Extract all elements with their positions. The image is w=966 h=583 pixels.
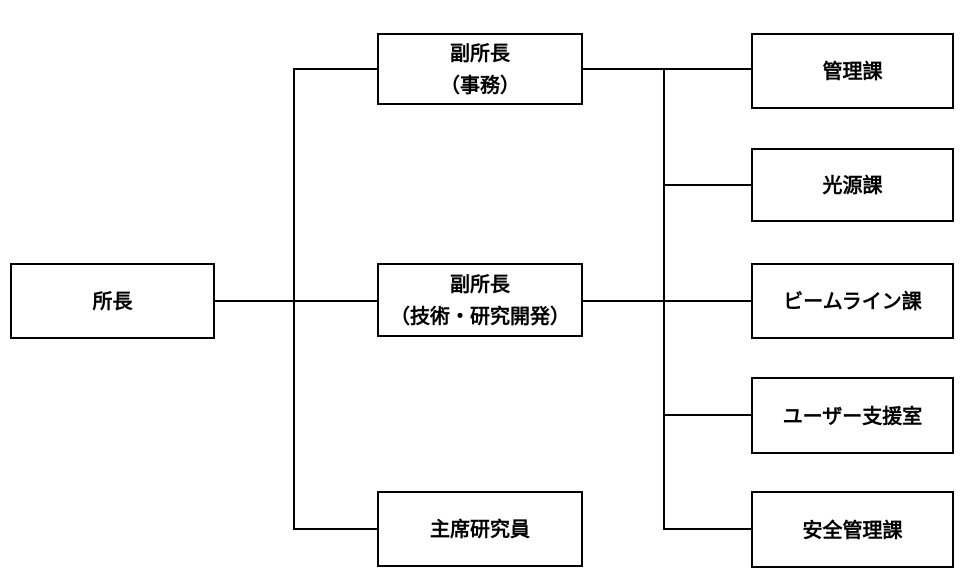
deputy-director-admin-box: 副所長 （事務）: [377, 33, 583, 105]
admin-section-box: 管理課: [751, 33, 954, 109]
director-box: 所長: [10, 263, 215, 339]
lightsource-section-label: 光源課: [822, 173, 883, 197]
beamline-section-box: ビームライン課: [751, 263, 954, 339]
beamline-section-label: ビームライン課: [783, 289, 922, 313]
deputy-admin-title: 副所長: [450, 41, 510, 65]
deputy-admin-subtitle: （事務）: [440, 73, 520, 97]
admin-section-label: 管理課: [822, 59, 883, 83]
chief-researcher-label: 主席研究員: [430, 517, 530, 541]
lightsource-section-box: 光源課: [751, 148, 954, 222]
deputy-tech-title: 副所長: [450, 272, 510, 296]
safety-section-box: 安全管理課: [751, 491, 954, 568]
deputy-tech-subtitle: （技術・研究開発）: [390, 304, 570, 328]
chief-researcher-box: 主席研究員: [377, 491, 583, 567]
user-support-office-label: ユーザー支援室: [782, 403, 923, 428]
safety-section-label: 安全管理課: [802, 517, 903, 542]
user-support-office-box: ユーザー支援室: [751, 377, 954, 454]
deputy-director-tech-box: 副所長 （技術・研究開発）: [377, 263, 583, 337]
director-label: 所長: [92, 289, 133, 313]
